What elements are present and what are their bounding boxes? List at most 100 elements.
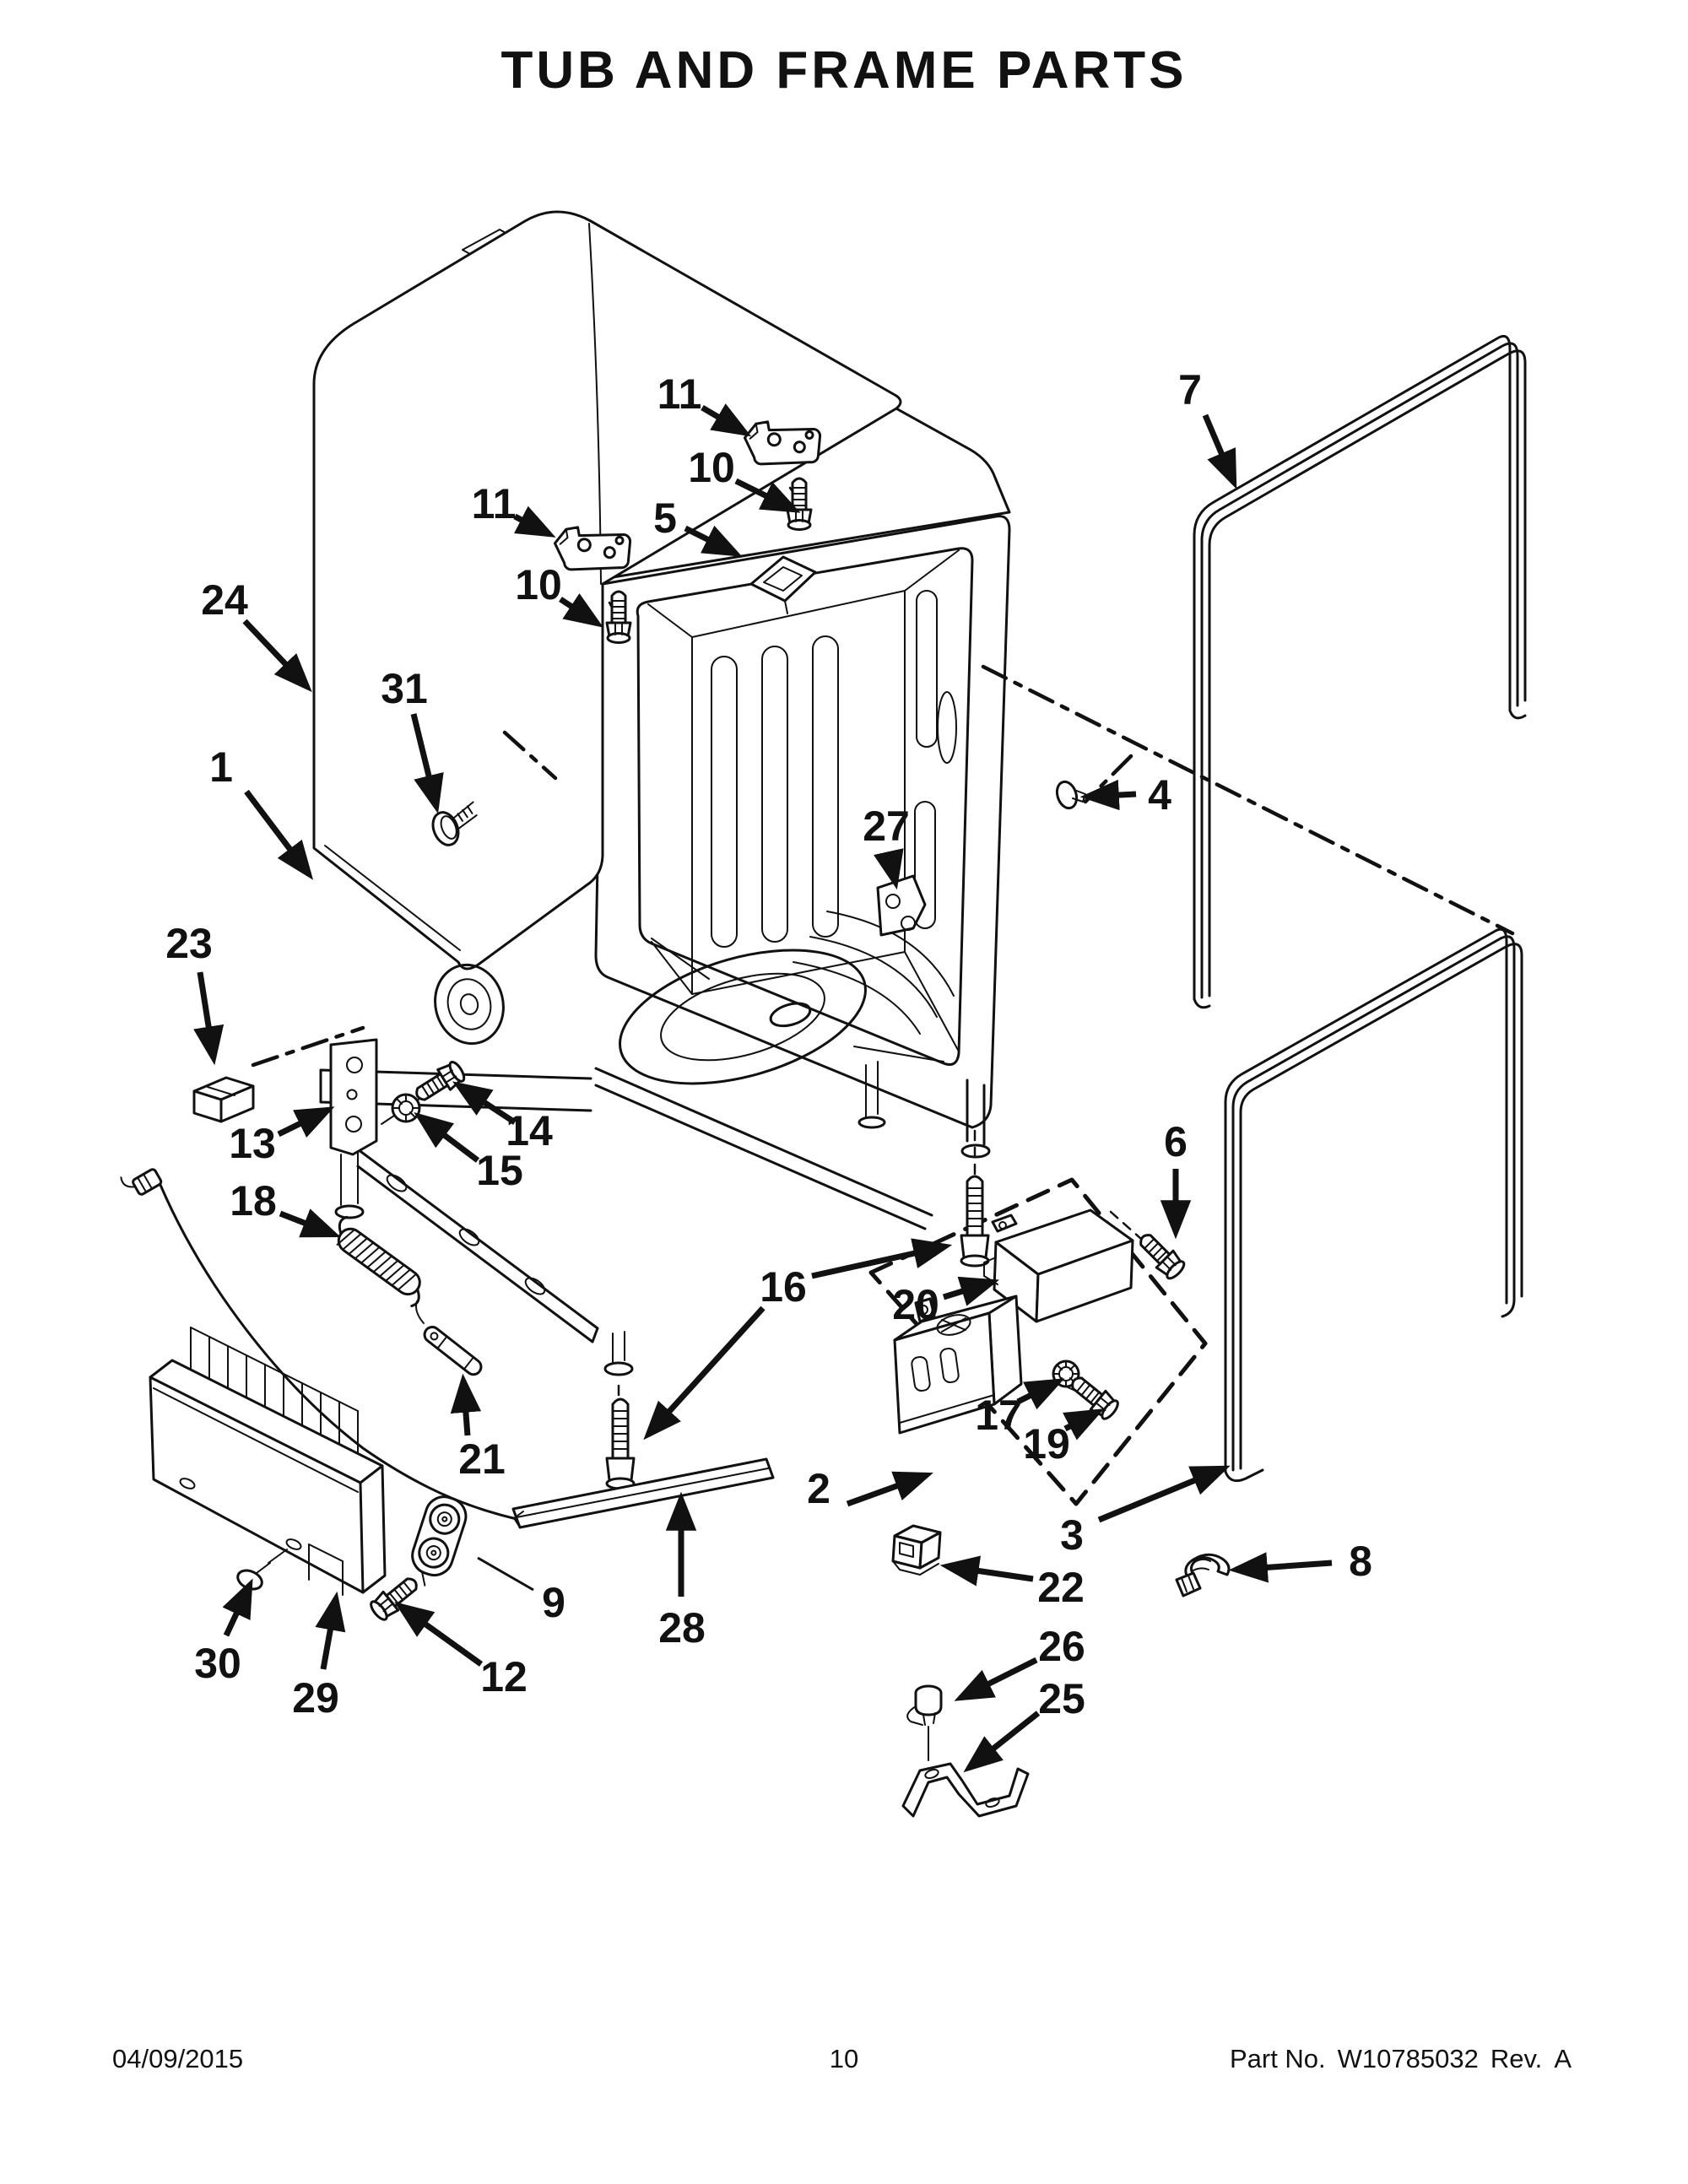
- callout-leader-9: [477, 1556, 534, 1592]
- callout-arrow-10: [734, 478, 801, 513]
- callout-label-1: 1: [209, 743, 233, 791]
- callout-arrow-31: [410, 713, 444, 814]
- access-panel: [511, 1457, 775, 1529]
- hinge-arm: [876, 874, 927, 937]
- callout-label-20: 20: [892, 1281, 939, 1328]
- callout-label-11: 11: [472, 480, 517, 527]
- callout-label-3: 3: [1060, 1511, 1084, 1559]
- tub-gasket-upper: [1193, 334, 1527, 1009]
- callout-label-26: 26: [1038, 1623, 1085, 1670]
- mount-screw-16b: [605, 1397, 636, 1490]
- page-title: TUB AND FRAME PARTS: [500, 41, 1188, 100]
- callout-label-19: 19: [1023, 1420, 1070, 1468]
- terminal-block: [891, 1524, 942, 1576]
- callout-label-11: 11: [657, 370, 702, 418]
- part-no-label: Part No.: [1229, 2044, 1326, 2073]
- toe-panel: [149, 1327, 387, 1596]
- base-frame: [319, 1061, 991, 1376]
- callout-arrow-8: [1228, 1552, 1333, 1583]
- tub-gasket-lower: [1224, 927, 1523, 1483]
- callout-arrow-20: [942, 1276, 1000, 1306]
- callout-arrow-29: [315, 1591, 346, 1670]
- rev-label: Rev.: [1490, 2044, 1543, 2073]
- callout-arrow-25: [963, 1711, 1041, 1773]
- callout-arrow-12: [394, 1602, 484, 1667]
- junction-box-group: [605, 1129, 1208, 1506]
- end-cap: [192, 1076, 255, 1123]
- junction-box: [893, 1295, 1023, 1435]
- callout-label-10: 10: [515, 561, 562, 608]
- callout-arrow-2: [846, 1471, 933, 1507]
- callout-label-22: 22: [1037, 1564, 1085, 1611]
- callout-arrow-16: [811, 1238, 953, 1279]
- callout-label-2: 2: [807, 1465, 830, 1512]
- callout-arrow-26: [954, 1657, 1038, 1701]
- callout-label-13: 13: [229, 1120, 276, 1167]
- callout-arrow-15: [414, 1111, 480, 1163]
- footer-page-number: 10: [829, 2044, 859, 2073]
- callout-arrow-21: [450, 1373, 482, 1436]
- callout-arrow-3: [1097, 1465, 1231, 1523]
- footer-date: 04/09/2015: [112, 2044, 244, 2073]
- callout-label-8: 8: [1349, 1538, 1372, 1585]
- callout-arrow-7: [1202, 414, 1237, 489]
- callout-arrow-13: [277, 1106, 335, 1138]
- callout-arrow-22: [939, 1555, 1034, 1587]
- callout-arrow-17: [1016, 1378, 1065, 1410]
- callout-label-24: 24: [201, 576, 248, 624]
- screw-14: [409, 1057, 468, 1108]
- callout-label-6: 6: [1164, 1118, 1188, 1165]
- callout-arrow-4: [1079, 779, 1137, 811]
- rev-value: A: [1554, 2044, 1572, 2073]
- frame-bracket: [329, 1038, 378, 1156]
- callout-label-18: 18: [230, 1177, 277, 1224]
- callout-arrow-24: [242, 619, 312, 693]
- callout-label-17: 17: [975, 1392, 1022, 1439]
- push-fastener: [236, 1549, 288, 1591]
- callout-label-7: 7: [1178, 366, 1202, 414]
- callout-arrow-10: [559, 593, 604, 628]
- tub-frame-front: [594, 515, 1011, 1129]
- screw-6: [1133, 1227, 1189, 1284]
- callout-arrow-18: [279, 1208, 341, 1238]
- door-latch-keeper: [749, 555, 817, 614]
- callout-label-15: 15: [476, 1147, 523, 1194]
- insulation-blanket: [312, 210, 902, 1046]
- callout-arrow-16: [643, 1306, 766, 1441]
- callout-label-16: 16: [760, 1263, 807, 1311]
- callout-arrow-1: [244, 789, 314, 880]
- bracket-screw-left: [605, 590, 632, 644]
- callout-label-4: 4: [1148, 771, 1171, 819]
- callout-label-5: 5: [653, 495, 677, 542]
- callout-arrow-23: [193, 971, 225, 1066]
- thermistor: [415, 1300, 483, 1376]
- door-spring: [336, 1215, 421, 1308]
- callout-label-14: 14: [506, 1107, 553, 1154]
- callout-label-31: 31: [381, 665, 428, 712]
- callout-label-30: 30: [194, 1640, 241, 1687]
- high-limit-thermostat: [906, 1684, 943, 1761]
- callout-label-29: 29: [292, 1674, 339, 1722]
- callout-arrow-30: [222, 1578, 253, 1637]
- footer-part-number: Part No. W10785032 Rev. A: [1230, 2044, 1572, 2074]
- part-no-value: W10785032: [1337, 2044, 1479, 2073]
- callout-label-10: 10: [688, 444, 735, 491]
- callout-label-27: 27: [863, 803, 910, 850]
- callout-arrow-19: [1063, 1408, 1105, 1441]
- callout-arrow-11: [701, 403, 752, 437]
- callout-label-12: 12: [480, 1653, 528, 1700]
- callout-arrow-5: [684, 525, 743, 557]
- callout-arrow-11: [513, 505, 556, 538]
- callout-arrow-14: [452, 1081, 517, 1125]
- callout-label-21: 21: [458, 1435, 506, 1483]
- callout-arrow-27: [874, 848, 904, 890]
- callout-label-9: 9: [542, 1579, 565, 1626]
- callout-label-28: 28: [658, 1604, 706, 1652]
- callout-label-25: 25: [1038, 1675, 1085, 1722]
- callout-label-23: 23: [165, 920, 213, 967]
- plug-button: [1055, 780, 1086, 810]
- clamp: [1175, 1553, 1231, 1597]
